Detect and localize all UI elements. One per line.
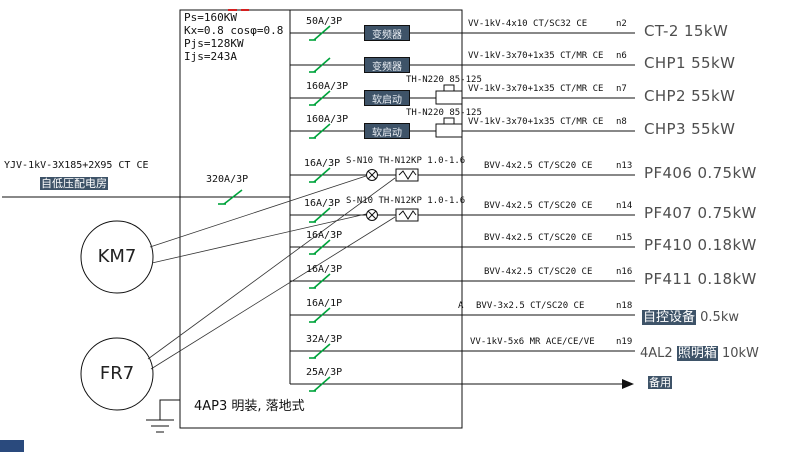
- feeder10-load-label: 4AL2 照明箱 10kW: [640, 342, 759, 361]
- feeder-line-1: [290, 25, 635, 41]
- ground-symbol: [146, 399, 180, 433]
- feeder-line-3: [290, 84, 635, 106]
- feeder6-breaker-label: 16A/3P: [304, 198, 341, 209]
- feeder-line-6: [290, 207, 635, 223]
- feeder7-load-label: PF410 0.18kW: [644, 236, 757, 254]
- thermal-element-symbol: [395, 208, 419, 222]
- feeder6-load-label: PF407 0.75kW: [644, 204, 757, 222]
- feeder11-load-highlight: 备用: [648, 376, 672, 389]
- feeder-line-11: [290, 376, 634, 392]
- km7-link-lines: [149, 175, 367, 264]
- spare-arrow: [622, 379, 634, 389]
- feeder6-cable-label: BVV-4x2.5 CT/SC20 CE: [484, 201, 593, 211]
- feeder5-circuit-num: n13: [616, 161, 633, 171]
- panel-calc-kx: Kx=0.8 cosφ=0.8: [184, 24, 284, 37]
- selection-artifact: [0, 440, 24, 452]
- feeder3-relay-label: TH-N220 85-125: [406, 75, 482, 85]
- relay-circle: [80, 337, 154, 411]
- feeder-line-9: [290, 307, 635, 323]
- panel-calc-ijs: Ijs=243A: [184, 50, 237, 63]
- relay-fr7-label: FR7: [99, 363, 135, 384]
- panel-calc-pjs: Pjs=128KW: [184, 37, 244, 50]
- feeder4-relay-label: TH-N220 85-125: [406, 108, 482, 118]
- feeder10-breaker-label: 32A/3P: [306, 334, 343, 345]
- feeder7-cable-label: BVV-4x2.5 CT/SC20 CE: [484, 233, 593, 243]
- panel-calc-ps: Ps=160KW: [184, 11, 237, 24]
- feeder8-cable-label: BVV-4x2.5 CT/SC20 CE: [484, 267, 593, 277]
- feeder3-softstart-box: 软启动: [364, 90, 410, 106]
- thermal-relay-symbol: [435, 117, 463, 138]
- panel-outline: [179, 9, 463, 429]
- feeder6-starter-label: S-N10 TH-N12KP 1.0-1.6: [346, 196, 466, 206]
- feeder4-breaker-label: 160A/3P: [306, 114, 349, 125]
- fr7-link-lines: [147, 177, 396, 370]
- feeder10-load-prefix: 4AL2: [640, 346, 677, 361]
- feeder9-circuit-num: n18: [616, 301, 633, 311]
- panel-name-label: 4AP3 明装, 落地式: [194, 399, 305, 414]
- feeder3-load-label: CHP2 55kW: [644, 87, 736, 105]
- feeder1-circuit-num: n2: [616, 19, 627, 29]
- feeder4-circuit-num: n8: [616, 117, 627, 127]
- feeder2-circuit-num: n6: [616, 51, 627, 61]
- feeder5-breaker-label: 16A/3P: [304, 158, 341, 169]
- feeder3-circuit-num: n7: [616, 84, 627, 94]
- feeder3-breaker-label: 160A/3P: [306, 81, 349, 92]
- feeder9-load-rest: 0.5kw: [696, 310, 739, 325]
- contactor-symbol: [366, 209, 378, 221]
- feeder9-load-label: 自控设备 0.5kw: [642, 306, 739, 325]
- incoming-cable-label: YJV-1kV-3X185+2X95 CT CE: [4, 160, 149, 171]
- feeder10-load-highlight: 照明箱: [676, 346, 718, 361]
- incoming-breaker-label: 320A/3P: [206, 174, 249, 185]
- feeder-line-5: [290, 167, 635, 183]
- feeder6-circuit-num: n14: [616, 201, 633, 211]
- feeder4-softstart-box: 软启动: [364, 123, 410, 139]
- feeder9-breaker-label: 16A/1P: [306, 298, 343, 309]
- feeder-line-4: [290, 117, 635, 139]
- contactor-km7-label: KM7: [97, 246, 137, 267]
- feeder5-starter-label: S-N10 TH-N12KP 1.0-1.6: [346, 156, 466, 166]
- incoming-breaker-symbol: [218, 189, 243, 205]
- feeder10-load-rest: 10kW: [717, 346, 759, 361]
- feeder-line-10: [290, 343, 635, 359]
- feeder2-vfd-box: 变频器: [364, 57, 410, 73]
- feeder5-cable-label: BVV-4x2.5 CT/SC20 CE: [484, 161, 593, 171]
- contactor-circle: [80, 220, 154, 294]
- feeder2-cable-label: VV-1kV-3x70+1x35 CT/MR CE: [468, 51, 604, 61]
- incoming-source-label: 自低压配电房: [40, 177, 108, 191]
- feeder4-load-label: CHP3 55kW: [644, 120, 736, 138]
- feeder-line-8: [290, 273, 635, 289]
- feeder1-vfd-box: 变频器: [364, 25, 410, 41]
- thermal-element-symbol: [395, 168, 419, 182]
- feeder9-cable-label: BVV-3x2.5 CT/SC20 CE: [476, 301, 585, 311]
- feeder5-load-label: PF406 0.75kW: [644, 164, 757, 182]
- feeder1-cable-label: VV-1kV-4x10 CT/SC32 CE: [468, 19, 588, 29]
- incoming-source-text: 自低压配电房: [40, 177, 108, 190]
- feeder2-load-label: CHP1 55kW: [644, 54, 736, 72]
- feeder8-breaker-label: 16A/3P: [306, 264, 343, 275]
- feeder8-circuit-num: n16: [616, 267, 633, 277]
- feeder4-cable-label: VV-1kV-3x70+1x35 CT/MR CE: [468, 117, 604, 127]
- contactor-symbol: [366, 169, 378, 181]
- feeder8-load-label: PF411 0.18kW: [644, 270, 757, 288]
- thermal-relay-symbol: [435, 84, 463, 105]
- feeder9-load-highlight: 自控设备: [642, 310, 697, 325]
- feeder7-circuit-num: n15: [616, 233, 633, 243]
- feeder10-circuit-num: n19: [616, 337, 633, 347]
- feeder-line-2: [290, 57, 635, 73]
- feeder11-breaker-label: 25A/3P: [306, 367, 343, 378]
- feeder7-breaker-label: 16A/3P: [306, 230, 343, 241]
- feeder3-cable-label: VV-1kV-3x70+1x35 CT/MR CE: [468, 84, 604, 94]
- feeder1-breaker-label: 50A/3P: [306, 16, 343, 27]
- feeder10-cable-label: VV-1kV-5x6 MR ACE/CE/VE: [470, 337, 595, 347]
- feeder11-load-label: 备用: [648, 376, 672, 390]
- feeder9-phase-label: A: [458, 301, 464, 311]
- feeder1-load-label: CT-2 15kW: [644, 22, 729, 40]
